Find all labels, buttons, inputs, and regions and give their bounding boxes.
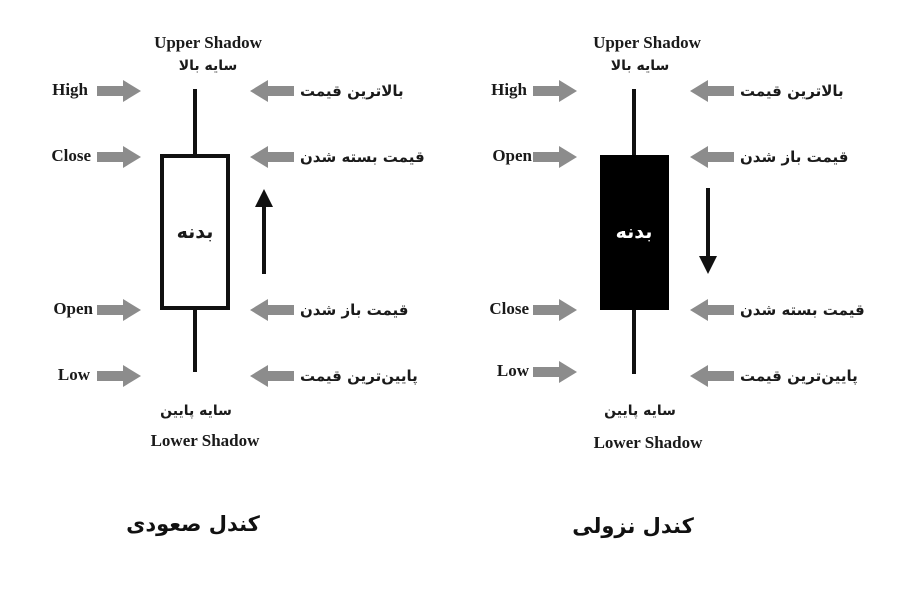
bullish-highest-arrow-icon [250, 80, 294, 102]
bearish-upper-shadow-en: Upper Shadow [593, 33, 702, 52]
bullish-label-close: Close [51, 146, 91, 165]
bearish-label-opening-price: قیمت باز شدن [740, 148, 848, 166]
bullish-label-lowest-price: پایین‌ترین قیمت [300, 367, 418, 386]
bullish-label-open: Open [53, 299, 93, 318]
bearish-lower-shadow-fa: سایه پایین [604, 403, 676, 419]
bullish-label-opening-price: قیمت باز شدن [300, 301, 408, 319]
bullish-upper-shadow-en: Upper Shadow [154, 33, 263, 52]
bullish-label-low: Low [58, 365, 91, 384]
bearish-down-arrow-icon [699, 188, 717, 274]
bearish-label-open: Open [492, 146, 532, 165]
bearish-closing-arrow-icon [690, 299, 734, 321]
bearish-open-arrow-icon [533, 146, 577, 168]
bearish-body [600, 155, 669, 310]
bullish-high-arrow-icon [97, 80, 141, 102]
bullish-body-label: بدنه [177, 221, 214, 243]
bullish-open-arrow-icon [97, 299, 141, 321]
bearish-body-label: بدنه [616, 221, 653, 243]
bearish-candle-group: Upper Shadow سایه بالا بدنه High Open Cl… [489, 33, 864, 538]
bullish-label-closing-price: قیمت بسته شدن [300, 148, 425, 166]
bullish-label-highest-price: بالاترین قیمت [300, 82, 404, 100]
bearish-high-arrow-icon [533, 80, 577, 102]
bearish-label-high: High [491, 80, 527, 99]
bearish-opening-arrow-icon [690, 146, 734, 168]
bearish-caption: کندل نزولی [572, 514, 694, 538]
bearish-close-arrow-icon [533, 299, 577, 321]
bullish-up-arrow-icon [255, 189, 273, 274]
bullish-lower-shadow-en: Lower Shadow [151, 431, 261, 450]
bearish-label-highest-price: بالاترین قیمت [740, 82, 844, 100]
bullish-close-arrow-icon [97, 146, 141, 168]
bullish-closing-arrow-icon [250, 146, 294, 168]
bearish-highest-arrow-icon [690, 80, 734, 102]
bullish-upper-shadow-fa: سایه بالا [179, 58, 238, 74]
bearish-label-low: Low [497, 361, 530, 380]
bullish-body [160, 154, 230, 310]
bullish-low-arrow-icon [97, 365, 141, 387]
bullish-lowest-arrow-icon [250, 365, 294, 387]
bullish-opening-arrow-icon [250, 299, 294, 321]
bearish-label-close: Close [489, 299, 529, 318]
bearish-label-closing-price: قیمت بسته شدن [740, 301, 865, 319]
bearish-lower-shadow-en: Lower Shadow [594, 433, 704, 452]
bullish-caption: کندل صعودی [126, 512, 261, 536]
bearish-upper-shadow-fa: سایه بالا [611, 58, 670, 74]
bearish-lowest-arrow-icon [690, 365, 734, 387]
bearish-low-arrow-icon [533, 361, 577, 383]
bullish-candle-group: Upper Shadow سایه بالا بدنه High Close O… [51, 33, 424, 536]
bullish-label-high: High [52, 80, 88, 99]
bullish-lower-shadow-fa: سایه پایین [160, 403, 232, 419]
bearish-label-lowest-price: پایین‌ترین قیمت [740, 367, 858, 386]
